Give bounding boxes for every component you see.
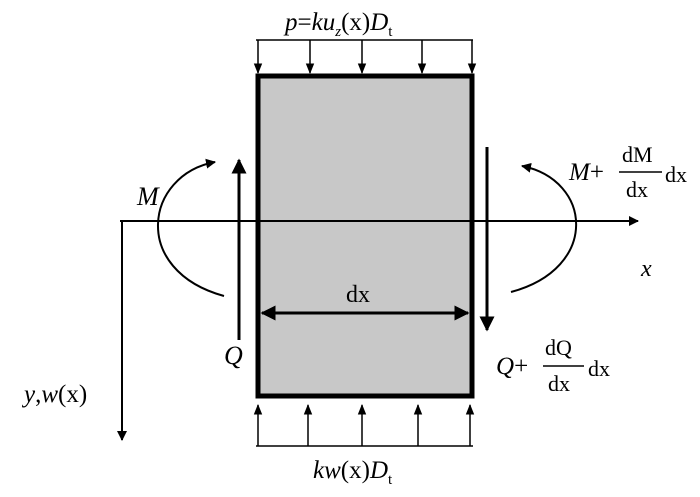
svg-text:dx: dx (588, 356, 610, 381)
bottom-load-label: kw(x)Dt (313, 457, 393, 488)
y-axis-label: y,w(x) (21, 381, 87, 408)
moment-left-label: M (136, 182, 160, 211)
top-distributed-load (253, 39, 477, 75)
top-load-label: p=kuz(x)Dt (283, 9, 393, 40)
moment-right-arc (510, 162, 578, 293)
svg-text:dQ: dQ (545, 335, 572, 360)
shear-right-label: Q+ dQ dx dx (496, 335, 610, 396)
svg-text:dx: dx (665, 162, 687, 187)
moment-left-arc (157, 158, 225, 297)
svg-text:dx: dx (626, 177, 648, 202)
width-label: dx (346, 282, 370, 308)
bottom-distributed-load (253, 403, 475, 447)
beam-element (255, 73, 475, 399)
shear-left-label: Q (224, 341, 243, 370)
moment-right-label: M+ dM dx dx (568, 142, 687, 202)
x-axis-label: x (640, 256, 652, 282)
svg-text:Q+: Q+ (496, 353, 528, 380)
svg-text:M+: M+ (568, 159, 604, 186)
svg-text:dM: dM (622, 142, 653, 167)
svg-text:dx: dx (548, 371, 570, 396)
